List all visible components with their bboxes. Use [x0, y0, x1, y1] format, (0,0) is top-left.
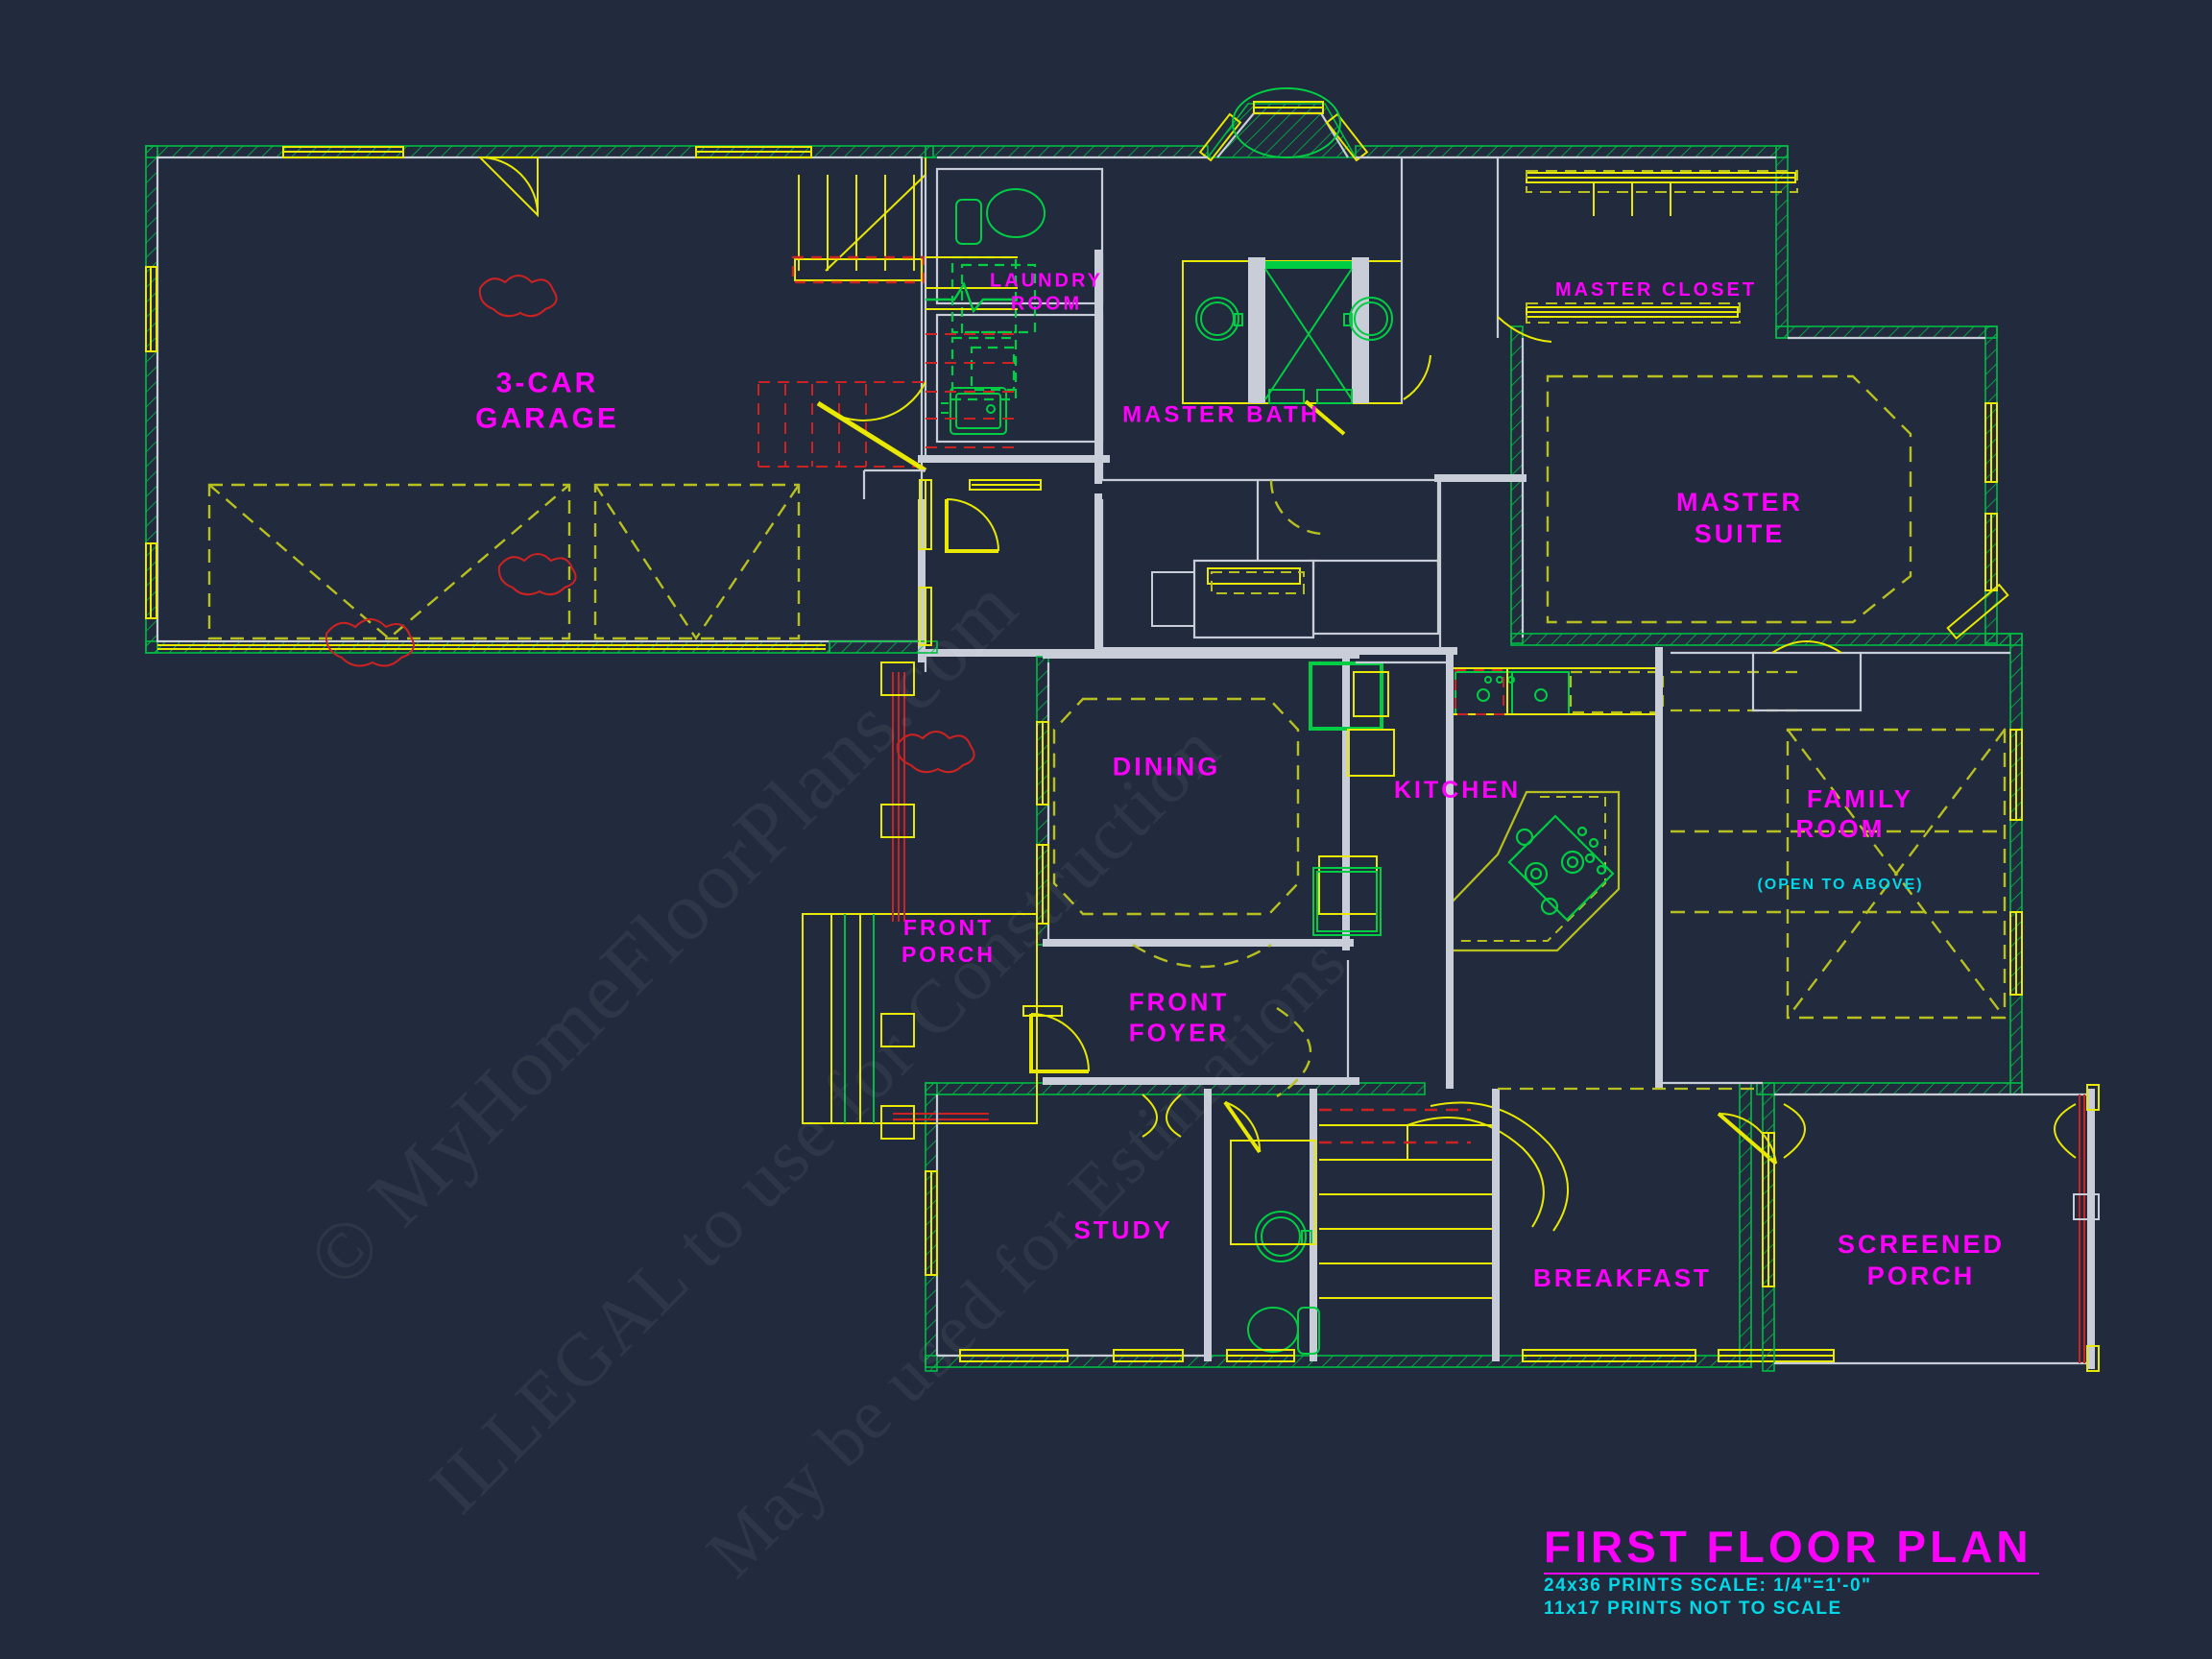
- sheet-title: FIRST FLOOR PLAN: [1544, 1522, 2032, 1572]
- scale-note-secondary: 11x17 PRINTS NOT TO SCALE: [1544, 1598, 1842, 1619]
- title-block: FIRST FLOOR PLAN 24x36 PRINTS SCALE: 1/4…: [1544, 1525, 2039, 1621]
- title-underline: [1544, 1573, 2039, 1575]
- wall-layer: [145, 87, 2100, 1372]
- scale-note-primary: 24x36 PRINTS SCALE: 1/4"=1'-0": [1544, 1575, 1872, 1596]
